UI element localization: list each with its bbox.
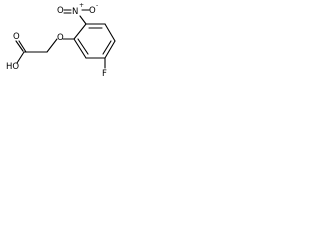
carbonyl-oxygen-label: O xyxy=(13,32,20,42)
nitro-oxygen-charge-label: - xyxy=(96,2,98,9)
nitro-oxygen-left-label: O xyxy=(57,6,64,16)
bond-ring-4-5 xyxy=(104,40,116,59)
bond-ring-1-2 xyxy=(73,23,87,40)
nitro-oxygen-right-label: O xyxy=(89,6,96,16)
bond-ring-nitro xyxy=(79,15,87,25)
bond-carbonyl-double-2 xyxy=(18,40,27,53)
bond-ring-inner-4-5 xyxy=(102,40,112,55)
fluorine-label: F xyxy=(102,69,107,79)
bond-ring-6-1 xyxy=(73,38,87,59)
bond-carbonyl-double-1 xyxy=(15,40,24,52)
hydroxyl-label: HO xyxy=(6,62,19,72)
bond-ho-carbon xyxy=(16,51,25,64)
nitro-nitrogen-label: N xyxy=(72,7,78,17)
nitrogen-charge-label: + xyxy=(79,2,84,9)
molecule-structure: HO O O O N + O - F xyxy=(6,2,116,79)
bond-ring-inner-6-1 xyxy=(77,38,89,55)
bond-methylene-ether xyxy=(46,38,58,53)
ether-oxygen-label: O xyxy=(57,33,64,43)
bond-ring-3-4 xyxy=(104,23,116,42)
